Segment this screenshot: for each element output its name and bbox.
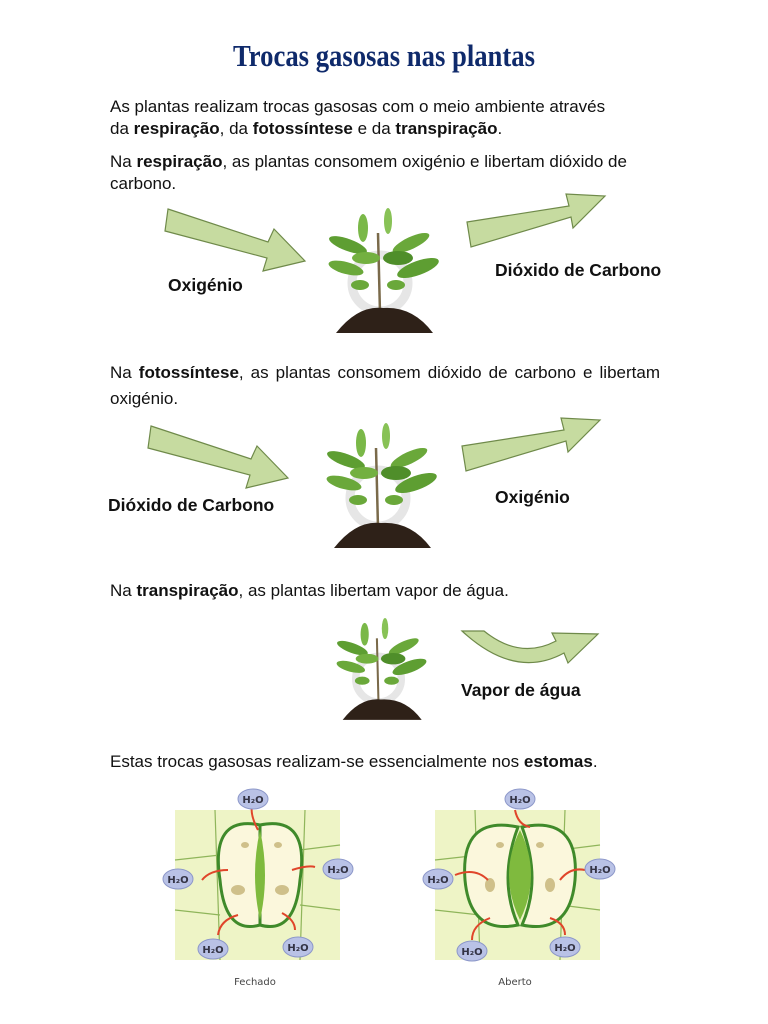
transpiration-paragraph: Na transpiração, as plantas libertam vap…: [110, 581, 509, 600]
intro-line-2: da respiração, da fotossíntese e da tran…: [110, 119, 503, 138]
respiration-paragraph: Na respiração, as plantas consomem oxigé…: [110, 152, 627, 193]
arrow-in-icon: [147, 425, 290, 489]
stoma-open-caption: Aberto: [498, 977, 532, 988]
respiration-out-label: Dióxido de Carbono: [495, 260, 662, 280]
intro-paragraph: As plantas realizam trocas gasosas com o…: [110, 96, 660, 140]
plant-image-respiration: [318, 208, 453, 343]
water-molecule-icon: H₂O: [162, 868, 194, 890]
stoma-closed-figure: H₂O H₂O H₂O H₂O H₂O Fechado: [150, 785, 360, 995]
svg-text:H₂O: H₂O: [327, 865, 348, 876]
svg-text:H₂O: H₂O: [554, 943, 575, 954]
plant-icon: [336, 617, 427, 720]
svg-text:H₂O: H₂O: [509, 795, 530, 806]
svg-text:H₂O: H₂O: [427, 875, 448, 886]
stoma-open-illustration: H₂O H₂O H₂O H₂O H₂O: [422, 788, 616, 962]
water-molecule-icon: H₂O: [322, 858, 354, 880]
plant-image-photosynthesis: [316, 423, 451, 558]
water-molecule-icon: H₂O: [237, 788, 269, 810]
svg-text:H₂O: H₂O: [242, 795, 263, 806]
stoma-open-figure: H₂O H₂O H₂O H₂O H₂O Aberto: [410, 785, 620, 995]
water-molecule-icon: H₂O: [549, 936, 581, 958]
arrow-out-icon: [461, 417, 602, 472]
arrow-out-icon: [466, 193, 607, 248]
water-molecule-icon: H₂O: [456, 940, 488, 962]
curved-arrow-icon: [460, 630, 600, 665]
water-molecule-icon: H₂O: [197, 938, 229, 960]
page-title: Trocas gasosas nas plantas: [233, 38, 535, 73]
svg-text:H₂O: H₂O: [461, 947, 482, 958]
svg-text:H₂O: H₂O: [287, 943, 308, 954]
photosynthesis-paragraph: Na fotossíntese, as plantas consomem dió…: [110, 363, 660, 408]
water-molecule-icon: H₂O: [422, 868, 454, 890]
water-molecule-icon: H₂O: [584, 858, 616, 880]
stoma-closed-caption: Fechado: [234, 977, 276, 988]
svg-text:H₂O: H₂O: [589, 865, 610, 876]
stomata-paragraph: Estas trocas gasosas realizam-se essenci…: [110, 752, 598, 771]
plant-icon: [326, 423, 437, 548]
respiration-in-label: Oxigénio: [168, 275, 243, 295]
water-molecule-icon: H₂O: [504, 788, 536, 810]
intro-line-1: As plantas realizam trocas gasosas com o…: [110, 97, 606, 116]
plant-icon: [328, 208, 439, 333]
stoma-closed-illustration: H₂O H₂O H₂O H₂O H₂O: [162, 788, 354, 961]
water-molecule-icon: H₂O: [282, 936, 314, 958]
plant-image-transpiration: [328, 617, 438, 730]
transpiration-out-label: Vapor de água: [461, 680, 581, 700]
photosynthesis-out-label: Oxigénio: [495, 487, 570, 507]
svg-text:H₂O: H₂O: [167, 875, 188, 886]
photosynthesis-in-label: Dióxido de Carbono: [108, 495, 275, 515]
arrow-in-icon: [164, 208, 307, 272]
svg-text:H₂O: H₂O: [202, 945, 223, 956]
